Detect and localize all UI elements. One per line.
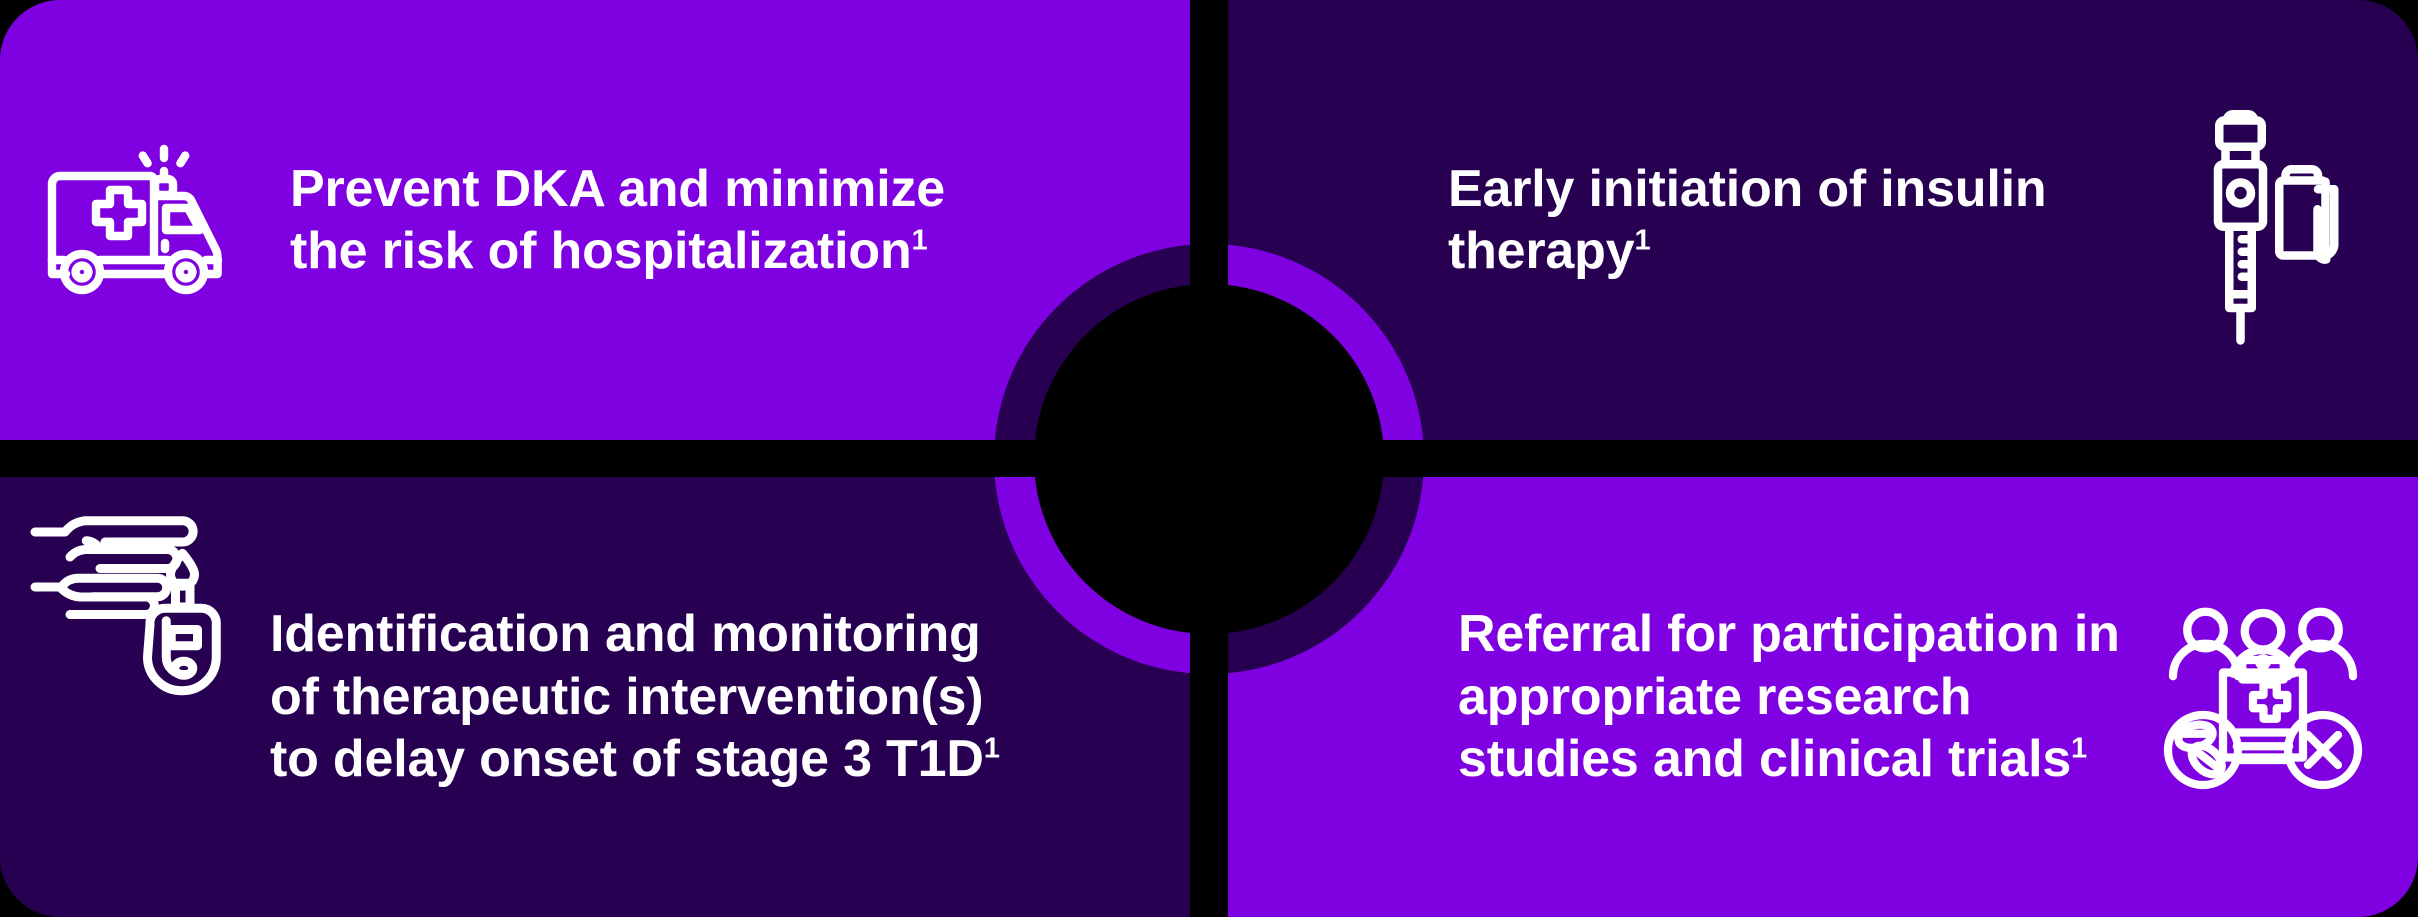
footnote-marker: 1 (2071, 732, 2088, 765)
panel-content: Prevent DKA and minimize the risk of hos… (0, 0, 1190, 440)
glucose-meter-icon (10, 507, 250, 702)
insulin-pen-icon (2148, 88, 2398, 353)
ambulance-icon (20, 140, 270, 300)
panel-text-body: Referral for participation in appropriat… (1458, 605, 2120, 789)
panel-text-body: Identification and monitoring of therape… (270, 605, 984, 789)
panel-text: Identification and monitoring of therape… (270, 603, 1030, 790)
panel-text: Early initiation of insulin therapy1 (1448, 158, 2148, 283)
panel-prevent-dka[interactable]: Prevent DKA and minimize the risk of hos… (0, 0, 1190, 440)
footnote-marker: 1 (1634, 224, 1651, 257)
panel-content: Early initiation of insulin therapy1 (1228, 0, 2418, 440)
horizontal-divider (0, 440, 2418, 477)
footnote-marker: 1 (983, 732, 1000, 765)
panel-content: Referral for participation in appropriat… (1228, 477, 2418, 917)
panel-content: Identification and monitoring of therape… (0, 477, 1190, 917)
footnote-marker: 1 (911, 224, 928, 257)
panel-identification-monitoring[interactable]: Identification and monitoring of therape… (0, 477, 1190, 917)
panel-text: Referral for participation in appropriat… (1458, 603, 2138, 790)
panel-text-body: Prevent DKA and minimize the risk of hos… (290, 159, 945, 280)
panel-text: Prevent DKA and minimize the risk of hos… (290, 158, 1030, 283)
panel-text-body: Early initiation of insulin therapy (1448, 159, 2047, 280)
panel-referral-research[interactable]: Referral for participation in appropriat… (1228, 477, 2418, 917)
panel-early-insulin[interactable]: Early initiation of insulin therapy1 (1228, 0, 2418, 440)
clinical-trial-group-icon (2138, 605, 2388, 790)
